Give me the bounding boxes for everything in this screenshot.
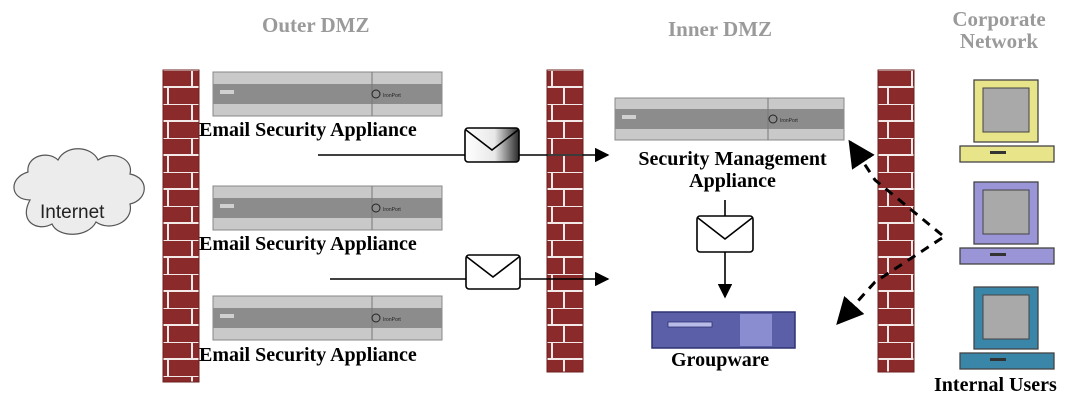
zone-corporate-line1: Corporate bbox=[952, 7, 1046, 31]
zone-corporate-line2: Network bbox=[959, 29, 1039, 53]
firewall-outer bbox=[162, 69, 200, 383]
sma-label: Security Management Appliance bbox=[610, 148, 855, 192]
appliance-esa-2: IronPort bbox=[212, 185, 443, 231]
esa-label-1: Email Security Appliance bbox=[199, 119, 417, 141]
internal-users-label: Internal Users bbox=[934, 374, 1057, 396]
sma-label-line1: Security Management bbox=[638, 148, 827, 170]
appliance-esa-2-badge: IronPort bbox=[383, 207, 401, 213]
arrow-users-to-groupware bbox=[836, 236, 943, 326]
computer-icon-teal bbox=[959, 286, 1055, 370]
arrow-users-to-sma bbox=[848, 139, 943, 237]
appliance-esa-1: IronPort bbox=[212, 71, 443, 117]
appliance-esa-1-badge: IronPort bbox=[383, 93, 401, 99]
envelope-icon-2 bbox=[465, 254, 521, 290]
envelope-icon-1 bbox=[464, 127, 520, 163]
firewall-inner bbox=[877, 69, 915, 373]
appliance-sma: IronPort bbox=[614, 97, 845, 141]
esa-label-3: Email Security Appliance bbox=[199, 344, 417, 366]
envelope-icon-3 bbox=[696, 215, 754, 253]
internet-cloud bbox=[13, 148, 145, 235]
firewall-middle bbox=[546, 69, 584, 373]
esa-label-2: Email Security Appliance bbox=[199, 233, 417, 255]
zone-corporate-network: Corporate Network bbox=[944, 8, 1054, 52]
computer-icon-purple bbox=[959, 181, 1055, 265]
zone-outer-dmz: Outer DMZ bbox=[262, 13, 370, 37]
zone-inner-dmz: Inner DMZ bbox=[668, 17, 773, 41]
internet-label: Internet bbox=[40, 202, 105, 223]
appliance-sma-badge: IronPort bbox=[780, 118, 798, 124]
appliance-esa-3: IronPort bbox=[212, 295, 443, 341]
appliance-esa-3-badge: IronPort bbox=[383, 317, 401, 323]
groupware-label: Groupware bbox=[671, 349, 770, 371]
groupware-server bbox=[651, 311, 796, 349]
sma-label-line2: Appliance bbox=[689, 170, 776, 192]
computer-icon-yellow bbox=[959, 79, 1055, 163]
